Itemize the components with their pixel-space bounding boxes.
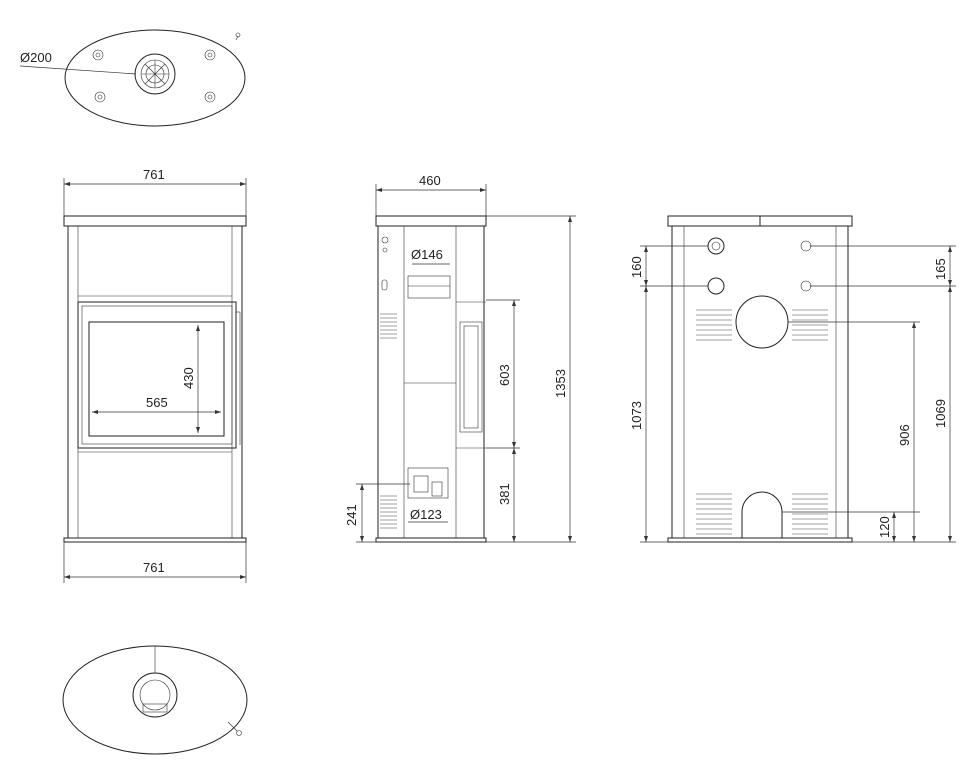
back-vents [696,309,828,535]
side-vent-lower [380,495,397,529]
side-lower-height-label: 381 [497,483,512,505]
glass-height-label: 430 [181,367,196,389]
side-height-total-label: 1353 [553,369,568,398]
side-air-inlet-height-label: 241 [344,504,359,526]
back-right-top-offset-label: 165 [933,258,948,280]
side-door-height-label: 603 [497,364,512,386]
top-flue-diameter-label: Ø200 [20,50,52,65]
back-center-outlet-height-label: 906 [897,424,912,446]
top-view: Ø200 [19,29,246,127]
glass-width-label: 565 [146,395,168,410]
front-view: 761 565 430 761 [63,167,247,583]
side-top-outlet-label: Ø146 [411,247,443,262]
side-depth-label: 460 [419,173,441,188]
side-vent-upper [380,313,397,339]
side-air-inlet-label: Ø123 [410,507,442,522]
back-left-top-offset-label: 160 [629,256,644,278]
back-right-outlet-height-label: 1069 [933,399,948,428]
back-view: 160 1073 165 1069 906 120 [629,215,956,543]
back-left-outlet-height-label: 1073 [629,401,644,430]
front-width-bottom-label: 761 [143,560,165,575]
bottom-view [62,645,248,755]
side-view: 460 Ø146 [344,173,576,543]
back-bottom-inlet-height-label: 120 [877,516,892,538]
front-width-top-label: 761 [143,167,165,182]
